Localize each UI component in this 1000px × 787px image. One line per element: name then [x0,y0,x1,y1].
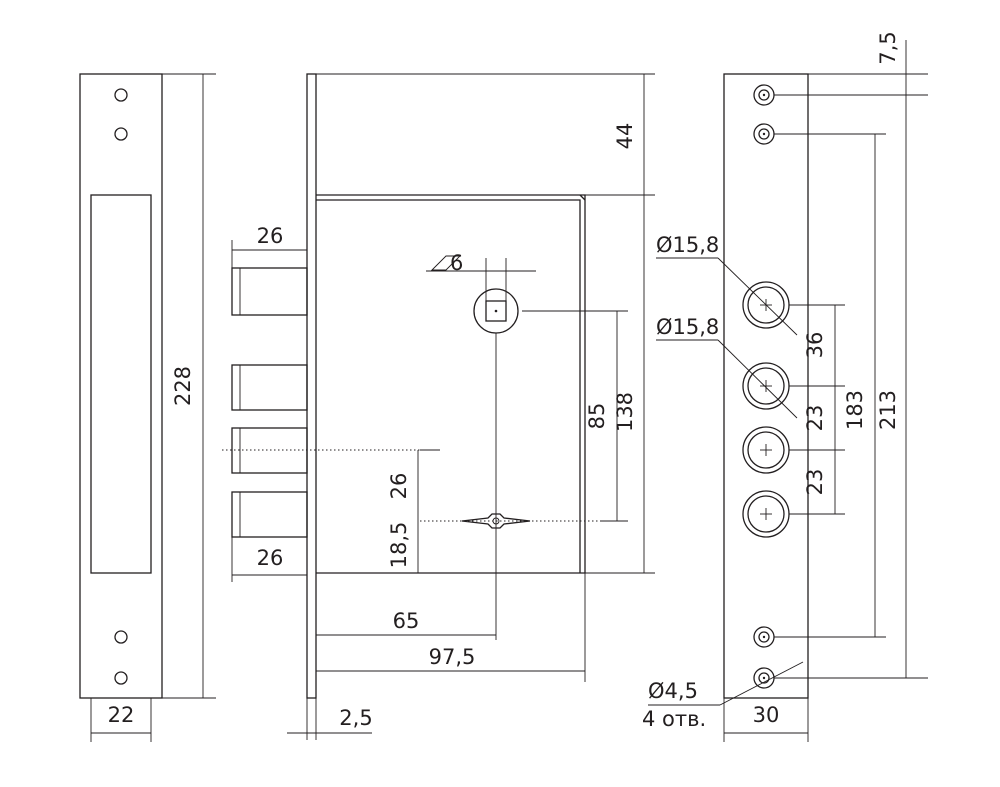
spindle-square [485,300,507,322]
bolt-length-bottom-label: 26 [257,546,284,570]
deadbolt [231,267,308,316]
hole-diameter-label: Ø4,5 [648,679,698,703]
top-offset-label: 44 [613,123,637,150]
bolt-length-top-label: 26 [257,224,284,248]
top-margin-label: 7,5 [876,31,900,64]
strike-plate-outline [79,73,163,699]
bolt-diameter-label-2: Ø15,8 [656,315,719,339]
bolt-spacing-1-label: 36 [803,332,827,359]
strike-plate: 228 22 [79,73,216,742]
backset-label: 65 [393,609,420,633]
spindle-square-label: 6 [450,251,463,275]
spindle-to-key-label: 85 [585,403,609,430]
bolt-spacing-3-label: 23 [803,469,827,496]
hole-count-label: 4 отв. [642,707,706,731]
strike-width-label: 22 [108,703,135,727]
case-height-label: 138 [613,392,637,432]
bolt-spacing-2-label: 23 [803,405,827,432]
deadbolt [231,364,308,411]
faceplate-width-label: 30 [753,703,780,727]
strike-plate-hole [114,127,128,141]
strike-plate-opening [90,194,152,574]
strike-height-label: 228 [171,366,195,406]
latch-to-key-label: 26 [387,473,411,500]
deadbolt [231,491,308,538]
strike-plate-hole [114,671,128,685]
outer-holes-distance-label: 213 [876,390,900,430]
strike-plate-hole [114,88,128,102]
body-depth-label: 97,5 [429,645,476,669]
plate-thickness-label: 2,5 [339,706,372,730]
strike-plate-hole [114,630,128,644]
faceplate: Ø15,8 Ø15,8 36 23 23 183 213 7,5 Ø4,5 4 … [642,31,928,742]
keyhole [461,513,531,529]
key-to-bottom-label: 18,5 [387,522,411,569]
inner-holes-distance-label: 183 [843,390,867,430]
lock-body: 26 26 6 26 18,5 85 [222,73,655,740]
square-symbol-icon [430,255,462,271]
lock-case-outline [316,194,586,574]
latch-bolt [231,427,308,474]
lock-faceplate-side [306,73,317,699]
bolt-diameter-label-1: Ø15,8 [656,233,719,257]
